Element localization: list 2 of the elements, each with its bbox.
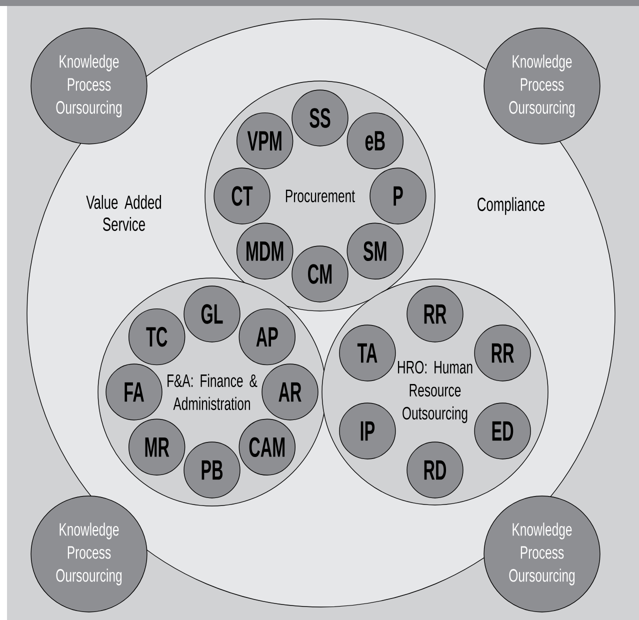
circle-label: Value Added Service	[86, 195, 162, 231]
circle-label: Compliance	[478, 197, 545, 215]
